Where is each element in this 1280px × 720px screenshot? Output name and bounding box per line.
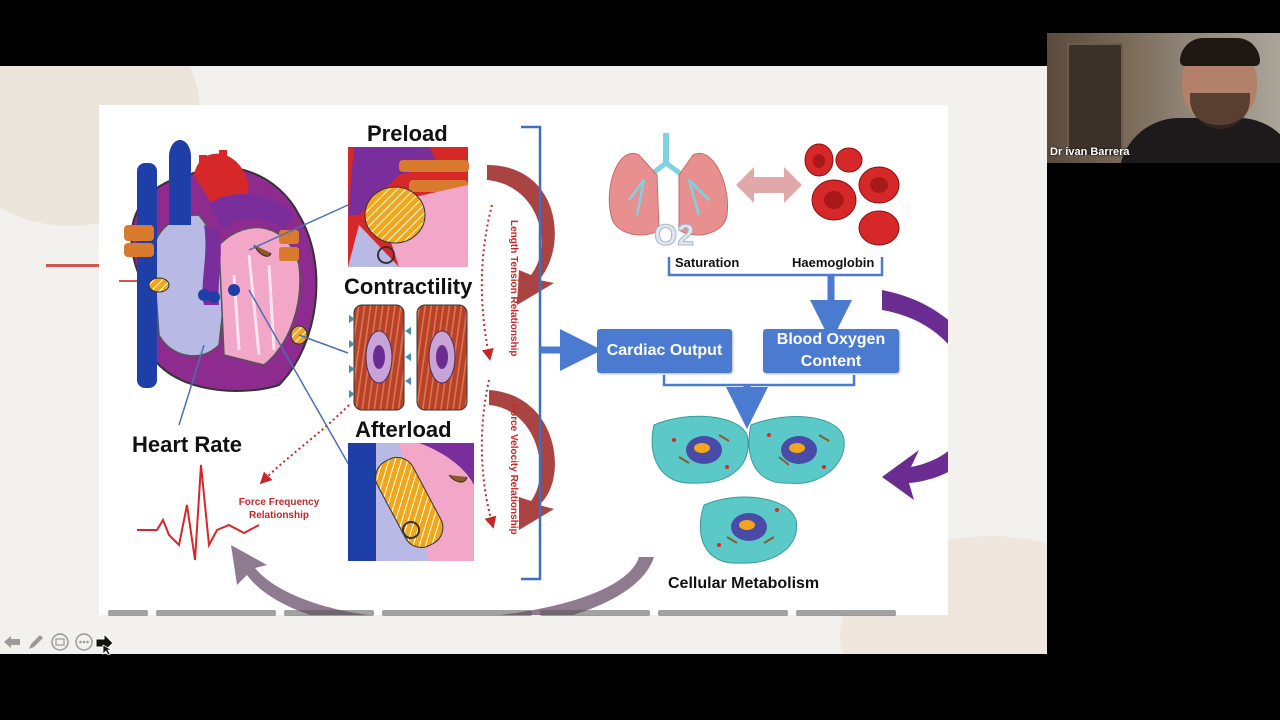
exchange-double-arrow <box>736 167 802 203</box>
saturation-haemoglobin-bracket <box>667 257 884 277</box>
preload-image <box>348 147 469 267</box>
haemoglobin-label: Haemoglobin <box>792 255 875 270</box>
afterload-image <box>348 443 474 561</box>
heart-rate-label: Heart Rate <box>132 432 243 457</box>
ecg-trace <box>137 464 260 561</box>
force-velocity-label: Force Velocity Relationship <box>508 404 519 535</box>
decor-line <box>46 264 100 267</box>
afterload-label: Afterload <box>355 417 452 442</box>
blood-oxygen-content-box: Blood Oxygen Content <box>763 329 899 373</box>
arrow-right-icon[interactable] <box>95 632 115 660</box>
participant-video[interactable]: Dr ivan Barrera <box>1047 33 1280 163</box>
participant-hair <box>1180 38 1260 66</box>
connector-lines <box>178 204 350 466</box>
o2-label: O2 <box>654 219 694 252</box>
saturation-label: Saturation <box>675 255 740 270</box>
contractility-image <box>349 304 468 411</box>
arrow-left-icon[interactable] <box>2 632 22 652</box>
red-curved-arrows <box>487 165 555 530</box>
cardiac-output-box: Cardiac Output <box>597 329 732 373</box>
figure-caption-cutoff <box>108 608 898 616</box>
slideshow-toolbar <box>2 632 94 652</box>
heart-illustration <box>119 140 318 392</box>
relationship-dotted-lines <box>259 204 497 529</box>
pen-icon[interactable] <box>26 632 46 652</box>
length-tension-label: Length Tension Relationship <box>508 220 519 357</box>
cellular-metabolism-label: Cellular Metabolism <box>668 575 820 592</box>
preload-label: Preload <box>367 121 448 146</box>
outputs-bracket <box>662 375 856 387</box>
background-door <box>1067 43 1123 157</box>
more-icon[interactable] <box>74 632 94 652</box>
contractility-label: Contractility <box>344 274 473 299</box>
purple-feedback-arrow <box>882 290 948 500</box>
lungs-illustration: O2 <box>608 133 729 253</box>
participant-name: Dr ivan Barrera <box>1050 146 1130 158</box>
red-blood-cells <box>804 143 900 246</box>
slides-icon[interactable] <box>50 632 70 652</box>
figure-graphics: O2 <box>119 125 948 615</box>
cells-illustration <box>651 415 845 564</box>
cardiac-output-figure: O2 <box>99 105 948 615</box>
force-frequency-label: Force Frequency Relationship <box>238 497 320 521</box>
participant-body <box>1119 118 1280 163</box>
